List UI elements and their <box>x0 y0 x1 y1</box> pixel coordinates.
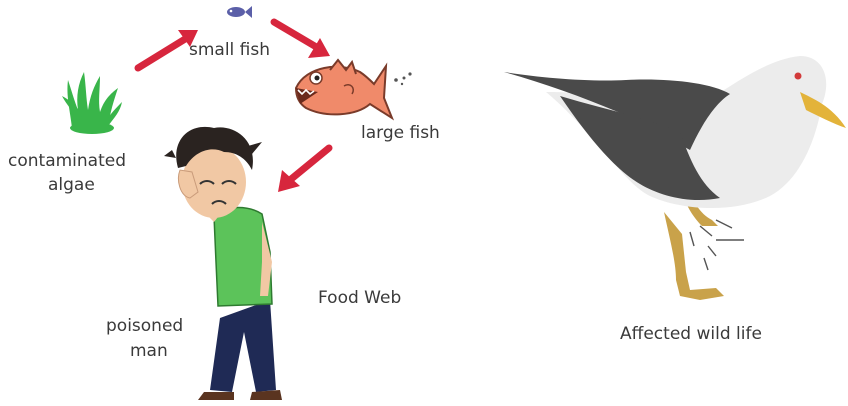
seagull-icon <box>504 56 846 300</box>
large-fish-icon <box>296 60 412 118</box>
algae-icon <box>62 72 122 134</box>
food-web-caption: Food Web <box>318 287 401 309</box>
arrow-large-fish-to-man <box>278 148 329 192</box>
poisoned-man-icon <box>164 127 282 400</box>
small-fish-label: small fish <box>189 39 270 61</box>
large-fish-label: large fish <box>361 122 440 144</box>
arrow-small-fish-to-large-fish <box>274 22 330 58</box>
algae-label-line1: contaminated <box>8 150 126 172</box>
small-fish-icon <box>227 6 252 18</box>
man-label-line2: man <box>130 340 168 362</box>
wild-life-caption: Affected wild life <box>620 323 762 345</box>
algae-label-line2: algae <box>48 174 95 196</box>
man-label-line1: poisoned <box>106 315 183 337</box>
